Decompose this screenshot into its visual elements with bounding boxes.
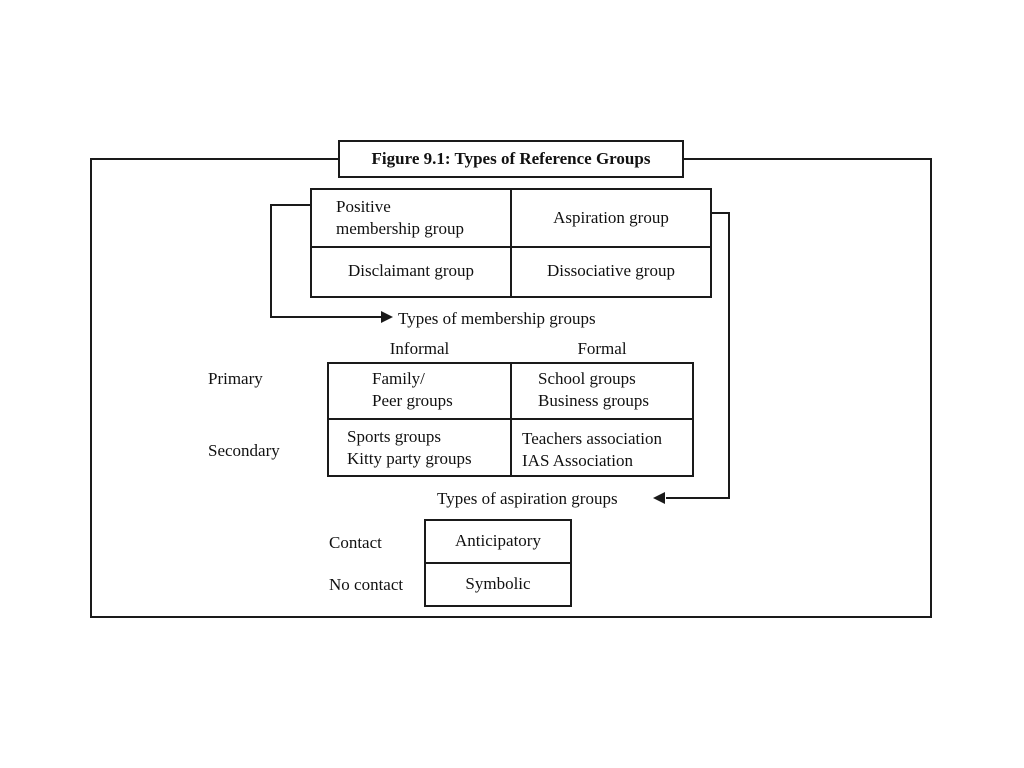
disclaimant-group-label: Disclaimant group xyxy=(347,261,475,280)
row-no-contact-label: No contact xyxy=(329,575,404,594)
row-primary-label: Primary xyxy=(208,369,263,388)
col-formal-label: Formal xyxy=(577,339,627,358)
membership-types-heading: Types of membership groups xyxy=(398,309,596,328)
primary-formal-cell: School groups Business groups xyxy=(538,369,649,410)
dissociative-group-label: Dissociative group xyxy=(547,261,675,280)
figure-title: Figure 9.1: Types of Reference Groups xyxy=(338,140,684,178)
secondary-informal-cell: Sports groups Kitty party groups xyxy=(347,427,472,468)
aspiration-connector xyxy=(666,212,730,499)
col-informal-label: Informal xyxy=(389,339,450,358)
arrowhead-membership xyxy=(381,311,393,323)
positive-membership-label: Positive membership group xyxy=(336,197,464,238)
primary-informal-cell: Family/ Peer groups xyxy=(372,369,453,410)
aspiration-group-label: Aspiration group xyxy=(553,208,669,227)
aspiration-types-heading: Types of aspiration groups xyxy=(437,489,618,508)
row-contact-label: Contact xyxy=(329,533,382,552)
secondary-formal-cell: Teachers association IAS Association xyxy=(522,429,662,470)
row-secondary-label: Secondary xyxy=(208,441,280,460)
symbolic-cell: Symbolic xyxy=(465,574,531,593)
arrowhead-aspiration xyxy=(653,492,665,504)
membership-connector xyxy=(270,204,382,318)
anticipatory-cell: Anticipatory xyxy=(455,531,541,550)
